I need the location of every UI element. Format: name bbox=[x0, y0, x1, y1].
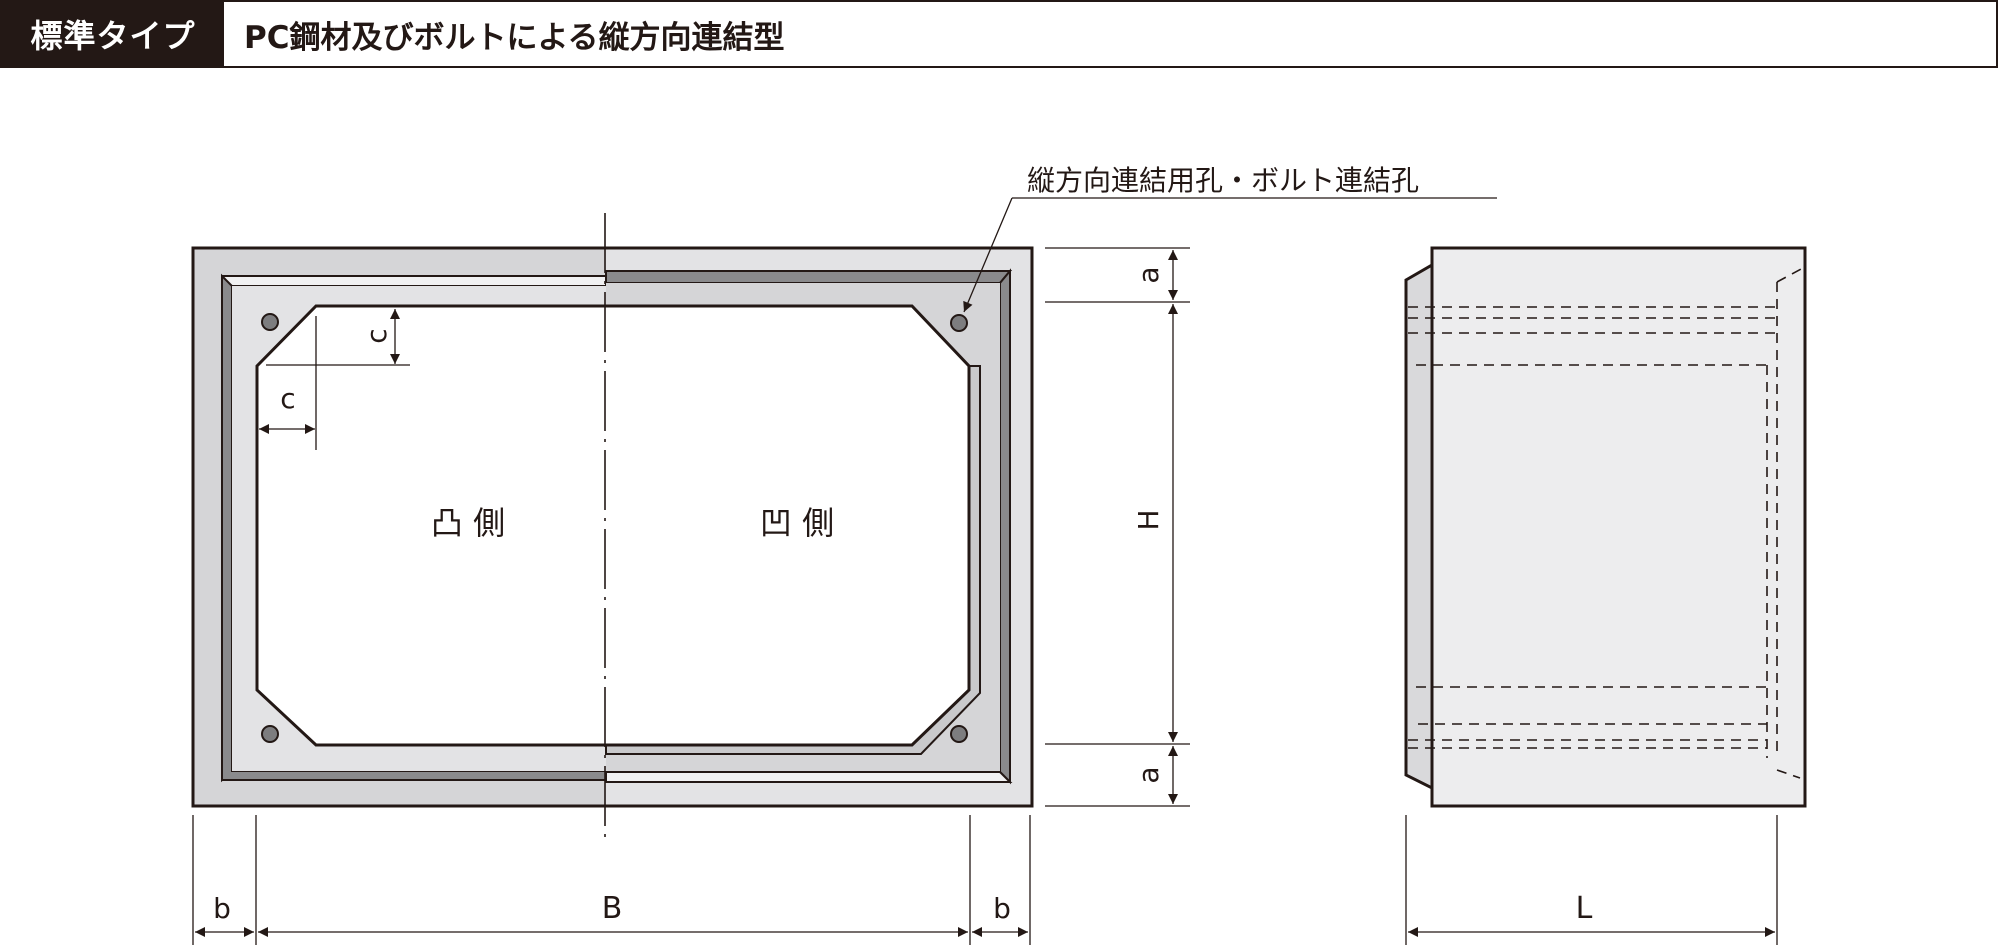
concave-step-strip bbox=[605, 771, 1013, 783]
bolt-hole-icon bbox=[261, 725, 279, 743]
dim-a-top-label: a bbox=[1132, 266, 1165, 283]
bolt-hole-icon bbox=[950, 314, 968, 332]
side-flange bbox=[1404, 262, 1434, 791]
height-dimensions: a H a bbox=[1045, 247, 1190, 807]
chamfer-label-vertical: c bbox=[360, 328, 393, 343]
chamfer-label-horizontal: c bbox=[280, 382, 295, 415]
dim-B-label: B bbox=[602, 891, 623, 926]
bolt-hole-icon bbox=[950, 725, 968, 743]
side-body bbox=[1430, 246, 1807, 808]
title-header: 標準タイプ PC鋼材及びボルトによる縦方向連結型 bbox=[0, 0, 1998, 68]
hole-callout: 縦方向連結用孔・ボルト連結孔 bbox=[963, 164, 1497, 313]
bolt-hole-icon bbox=[261, 313, 279, 331]
callout-leader bbox=[963, 197, 1013, 313]
side-view: L bbox=[1404, 246, 1807, 945]
width-dimensions: b B b bbox=[192, 815, 1031, 945]
convex-side-label: 凸 側 bbox=[431, 504, 505, 542]
dim-H-label: H bbox=[1132, 509, 1165, 530]
hidden-lines bbox=[1408, 267, 1804, 779]
page-title: PC鋼材及びボルトによる縦方向連結型 bbox=[244, 19, 785, 56]
concave-dark-band-right bbox=[999, 268, 1011, 785]
type-tag: 標準タイプ bbox=[2, 2, 224, 66]
inner-opening bbox=[255, 304, 971, 747]
front-view: c c 凸 側 凹 側 bbox=[191, 213, 1034, 843]
callout-label: 縦方向連結用孔・ボルト連結孔 bbox=[1027, 164, 1419, 197]
dim-b-right-label: b bbox=[993, 892, 1011, 925]
dim-b-left-label: b bbox=[213, 892, 231, 925]
concave-dark-band-top bbox=[605, 270, 1013, 284]
dim-a-bottom-label: a bbox=[1132, 766, 1165, 783]
dim-L-label: L bbox=[1576, 891, 1593, 926]
concave-side-label: 凹 側 bbox=[760, 504, 834, 542]
